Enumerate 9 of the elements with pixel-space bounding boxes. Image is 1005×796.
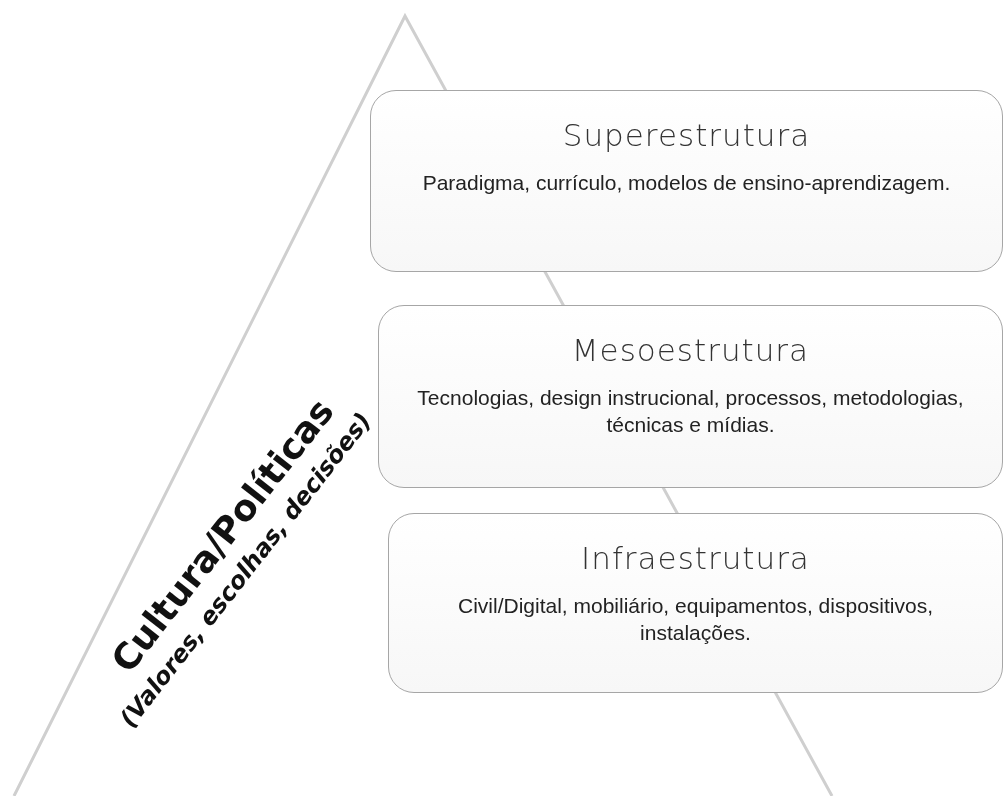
level-description: Tecnologias, design instrucional, processos, metodologias, técnicas e mídias. xyxy=(416,385,965,439)
level-heading: Superestrutura xyxy=(562,117,811,153)
level-box xyxy=(378,305,1003,488)
level-box xyxy=(370,90,1003,272)
level-heading: Infraestrutura xyxy=(581,540,810,576)
level-description: Paradigma, currículo, modelos de ensino-aprendizagem. xyxy=(422,170,951,196)
level-description: Civil/Digital, mobiliário, equipamentos, dispositivos, instalações. xyxy=(456,593,934,647)
level-heading: Mesoestrutura xyxy=(571,332,810,368)
level-box xyxy=(388,513,1003,693)
